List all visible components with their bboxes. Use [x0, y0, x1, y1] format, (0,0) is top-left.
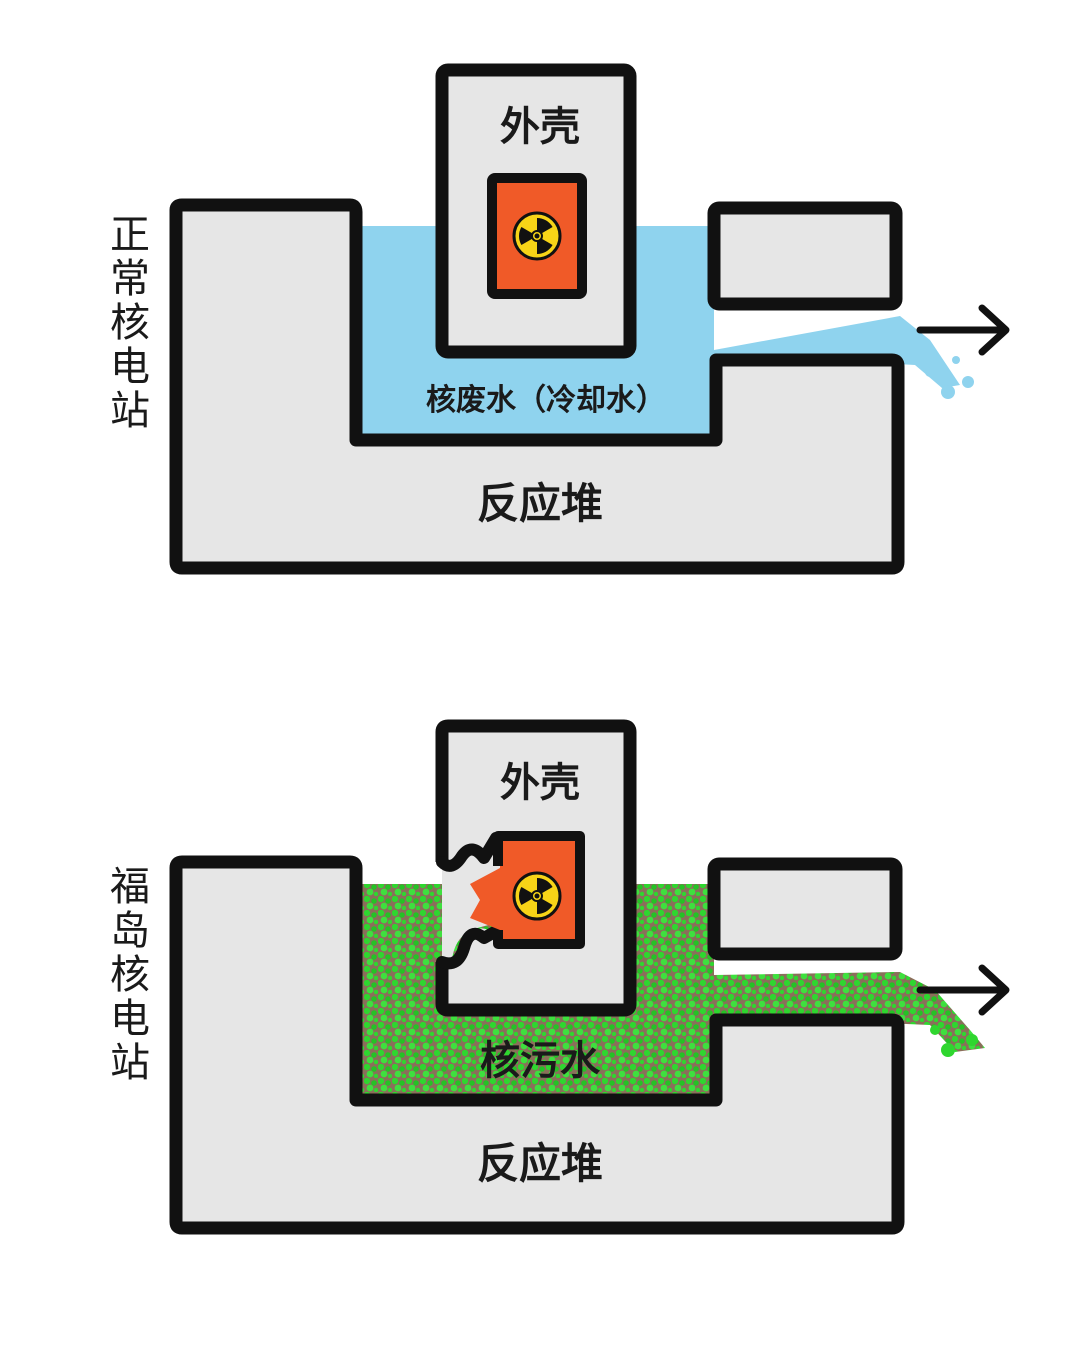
water-drips: [925, 356, 974, 399]
svg-text:核: 核: [110, 952, 150, 998]
reactor-base: [169, 855, 905, 1235]
svg-text:岛: 岛: [110, 908, 150, 954]
reactor-label: 反应堆: [477, 479, 603, 528]
side-label-fukushima: 福 岛 核 电 站: [110, 864, 150, 1086]
arrow-right-icon: [916, 304, 1010, 356]
outlet-upper-block: [707, 857, 903, 961]
svg-text:站: 站: [110, 388, 150, 434]
water-label: 核污水: [480, 1038, 601, 1084]
shell-label: 外壳: [500, 104, 580, 150]
svg-text:站: 站: [110, 1040, 150, 1086]
radiation-symbol-icon: [512, 211, 562, 261]
normal-plant-diagram: 外壳 核废水（冷却水） 反应堆 正 常 核 电 站: [110, 63, 1010, 575]
shell-crack-upper: [436, 832, 502, 872]
side-label-normal: 正 常 核 电 站: [110, 212, 150, 434]
shell-label: 外壳: [500, 760, 580, 806]
svg-text:电: 电: [110, 344, 150, 390]
outlet-upper-block: [707, 201, 903, 311]
shell-crack-lower: [436, 924, 504, 970]
water-label: 核废水（冷却水）: [426, 383, 666, 418]
svg-text:福: 福: [110, 864, 150, 910]
core-outline: [493, 831, 585, 949]
contaminated-drips: [930, 1025, 978, 1057]
shell-outline: [435, 719, 637, 1017]
fukushima-plant-diagram: 外壳 核污水 反应堆 福 岛 核 电 站: [110, 719, 1010, 1235]
svg-text:电: 电: [110, 996, 150, 1042]
svg-text:核: 核: [110, 300, 150, 346]
svg-text:正: 正: [110, 212, 150, 258]
arrow-right-icon: [916, 964, 1010, 1016]
radiation-symbol-icon: [512, 871, 562, 921]
svg-text:常: 常: [110, 256, 150, 302]
reactor-label: 反应堆: [477, 1139, 603, 1188]
reactor-base: [169, 198, 905, 575]
radiation-leak: [470, 868, 500, 930]
